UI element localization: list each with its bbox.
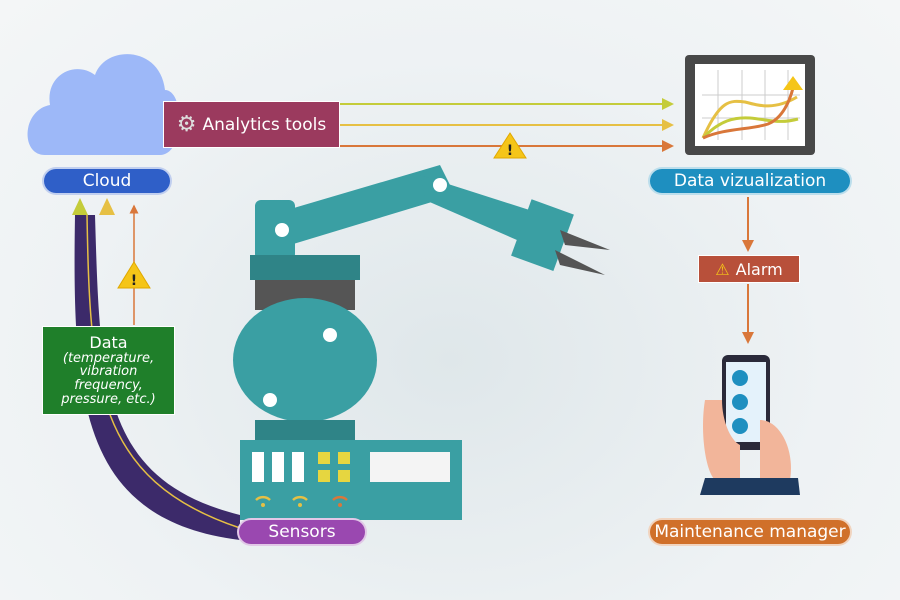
warning-icon: ! bbox=[117, 261, 151, 289]
robot-arm-icon bbox=[233, 165, 610, 520]
warning-icon: ⚠ bbox=[715, 259, 730, 279]
sensor-wifi-icons bbox=[255, 495, 348, 507]
svg-text:!: ! bbox=[131, 273, 137, 289]
data-cable bbox=[74, 214, 241, 540]
data-visualization-label: Data vizualization bbox=[648, 167, 852, 195]
data-box: Data (temperature, vibration frequency, … bbox=[42, 326, 175, 415]
analytics-tools-box: ⚙ Analytics tools bbox=[163, 101, 340, 148]
data-detail: (temperature, vibration frequency, press… bbox=[61, 350, 156, 407]
maintenance-manager-label: Maintenance manager bbox=[648, 518, 852, 546]
data-visualization-monitor-icon bbox=[685, 55, 815, 155]
gears-icon: ⚙ bbox=[176, 112, 197, 137]
analytics-tools-label: Analytics tools bbox=[202, 114, 327, 135]
warning-icon: ! bbox=[493, 132, 527, 159]
smartphone-hands-icon bbox=[700, 355, 800, 495]
sensors-label: Sensors bbox=[237, 518, 367, 546]
svg-text:!: ! bbox=[507, 143, 513, 159]
cloud-icon bbox=[27, 54, 180, 156]
data-title: Data bbox=[89, 332, 128, 352]
cloud-label: Cloud bbox=[42, 167, 172, 195]
alarm-box: ⚠ Alarm bbox=[698, 255, 800, 283]
alarm-label: Alarm bbox=[735, 259, 783, 279]
